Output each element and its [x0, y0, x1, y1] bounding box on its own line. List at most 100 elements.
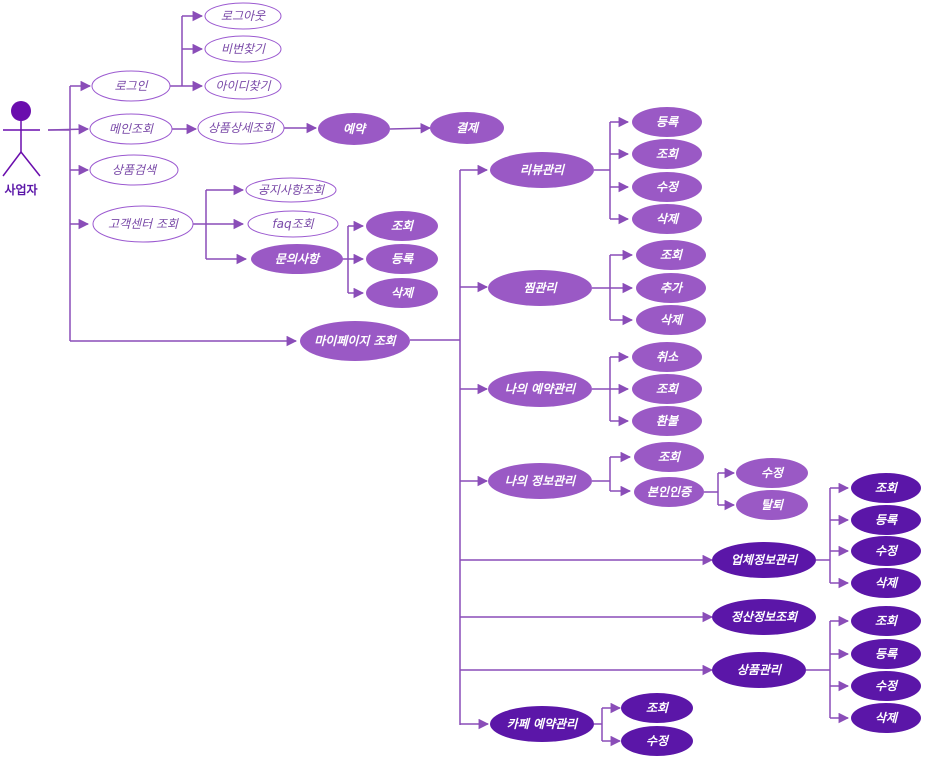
usecase-pm-register-shape [851, 639, 921, 669]
usecase-product-detail-shape [197, 111, 285, 145]
usecase-customer-center-label: 고객센터 조회 [108, 217, 179, 231]
usecase-logout-shape [204, 2, 282, 30]
usecase-faq-view-label: faq조회 [272, 217, 314, 231]
usecase-res-view-label: 조회 [656, 382, 680, 396]
usecase-identity-verify-label: 본인인증 [647, 485, 693, 499]
usecase-res-refund: 환불 [632, 406, 702, 436]
usecase-cafe-view-shape [621, 693, 693, 723]
usecase-inq-view-label: 조회 [391, 219, 415, 233]
usecase-cafe-edit: 수정 [621, 726, 693, 756]
usecase-cafe-view: 조회 [621, 693, 693, 723]
usecase-faq-view: faq조회 [247, 210, 339, 238]
usecase-wish-add: 추가 [636, 273, 706, 303]
usecase-my-reservation-shape [488, 371, 592, 407]
usecase-id-edit: 수정 [736, 458, 808, 488]
usecase-main-view-label: 메인조회 [109, 122, 154, 136]
usecase-find-id-label: 아이디찾기 [215, 79, 271, 93]
usecase-inquiry-shape [251, 244, 343, 274]
usecase-res-refund-shape [632, 406, 702, 436]
usecase-co-view-label: 조회 [875, 481, 899, 495]
usecase-co-register-label: 등록 [875, 513, 898, 527]
usecase-payment-label: 결제 [456, 121, 480, 135]
usecase-product-mgmt-label: 상품관리 [737, 663, 783, 677]
usecase-wish-view: 조회 [636, 240, 706, 270]
usecase-review-mgmt-label: 리뷰관리 [520, 163, 566, 177]
usecase-find-pw: 비번찾기 [204, 35, 282, 63]
usecase-cafe-edit-label: 수정 [646, 734, 670, 748]
connectors [47, 10, 850, 747]
usecase-find-pw-shape [204, 35, 282, 63]
usecase-res-view-shape [632, 374, 702, 404]
usecase-logout-label: 로그아웃 [221, 9, 266, 23]
usecase-mypage-shape [300, 321, 410, 361]
usecase-payment-shape [430, 112, 504, 144]
usecase-res-view: 조회 [632, 374, 702, 404]
usecase-rev-register: 등록 [632, 107, 702, 137]
usecase-my-reservation-label: 나의 예약관리 [505, 382, 577, 396]
usecase-reserve: 예약 [318, 113, 390, 145]
usecase-rev-edit-label: 수정 [656, 180, 680, 194]
usecase-rev-view: 조회 [632, 139, 702, 169]
usecase-info-view-shape [634, 442, 704, 472]
usecase-pm-register-label: 등록 [875, 647, 898, 661]
usecase-identity-verify-shape [634, 477, 704, 507]
usecase-cafe-reservation-label: 카페 예약관리 [507, 717, 579, 731]
usecase-pm-view: 조회 [851, 606, 921, 636]
usecase-rev-register-label: 등록 [656, 115, 679, 129]
usecase-co-edit-label: 수정 [875, 544, 899, 558]
usecase-customer-center-shape [92, 205, 194, 243]
usecase-review-mgmt-shape [490, 152, 594, 188]
usecase-res-cancel-label: 취소 [656, 350, 679, 364]
usecase-product-search-shape [89, 154, 179, 186]
usecase-pm-view-label: 조회 [875, 614, 899, 628]
usecase-settlement-label: 정산정보조회 [731, 610, 799, 624]
usecase-cafe-reservation-shape [490, 706, 594, 742]
usecase-inq-view: 조회 [366, 211, 438, 241]
usecase-find-id: 아이디찾기 [204, 72, 282, 100]
actor-label: 사업자 [4, 182, 37, 197]
usecase-co-edit: 수정 [851, 536, 921, 566]
usecase-rev-delete-shape [632, 204, 702, 234]
usecase-inq-delete: 삭제 [366, 278, 438, 308]
usecase-logout: 로그아웃 [204, 2, 282, 30]
usecase-faq-view-shape [247, 210, 339, 238]
usecase-pm-edit: 수정 [851, 671, 921, 701]
usecase-rev-edit: 수정 [632, 172, 702, 202]
usecase-co-edit-shape [851, 536, 921, 566]
usecase-co-register-shape [851, 505, 921, 535]
usecase-my-reservation: 나의 예약관리 [488, 371, 592, 407]
usecase-settlement: 정산정보조회 [712, 599, 816, 635]
usecase-notice-view-label: 공지사항조회 [258, 183, 325, 197]
usecase-res-cancel-shape [632, 342, 702, 372]
usecase-cafe-edit-shape [621, 726, 693, 756]
usecase-company-info-label: 업체정보관리 [731, 553, 799, 567]
usecase-notice-view-shape [245, 177, 337, 203]
usecase-inquiry: 문의사항 [251, 244, 343, 274]
usecase-pm-delete: 삭제 [851, 703, 921, 733]
usecase-product-detail: 상품상세조회 [197, 111, 285, 145]
usecase-find-pw-label: 비번찾기 [221, 42, 266, 56]
usecase-product-mgmt: 상품관리 [712, 652, 806, 688]
usecase-inq-register-label: 등록 [391, 252, 414, 266]
usecase-payment: 결제 [430, 112, 504, 144]
usecase-find-id-shape [204, 72, 282, 100]
usecase-cafe-view-label: 조회 [646, 701, 670, 715]
usecase-info-view: 조회 [634, 442, 704, 472]
usecase-main-view-shape [89, 113, 173, 145]
usecase-my-info-label: 나의 정보관리 [505, 474, 577, 488]
usecase-wish-view-label: 조회 [660, 248, 684, 262]
usecase-inq-view-shape [366, 211, 438, 241]
usecase-res-refund-label: 환불 [656, 414, 680, 428]
usecase-company-info-shape [712, 542, 816, 578]
usecase-wish-delete-label: 삭제 [660, 313, 684, 327]
usecase-wish-add-label: 추가 [660, 281, 684, 295]
usecase-pm-register: 등록 [851, 639, 921, 669]
usecase-res-cancel: 취소 [632, 342, 702, 372]
usecase-customer-center: 고객센터 조회 [92, 205, 194, 243]
usecase-info-view-label: 조회 [658, 450, 682, 464]
usecase-product-search-label: 상품검색 [112, 163, 158, 177]
usecase-wish-mgmt-shape [488, 270, 592, 306]
usecase-rev-register-shape [632, 107, 702, 137]
usecase-review-mgmt: 리뷰관리 [490, 152, 594, 188]
